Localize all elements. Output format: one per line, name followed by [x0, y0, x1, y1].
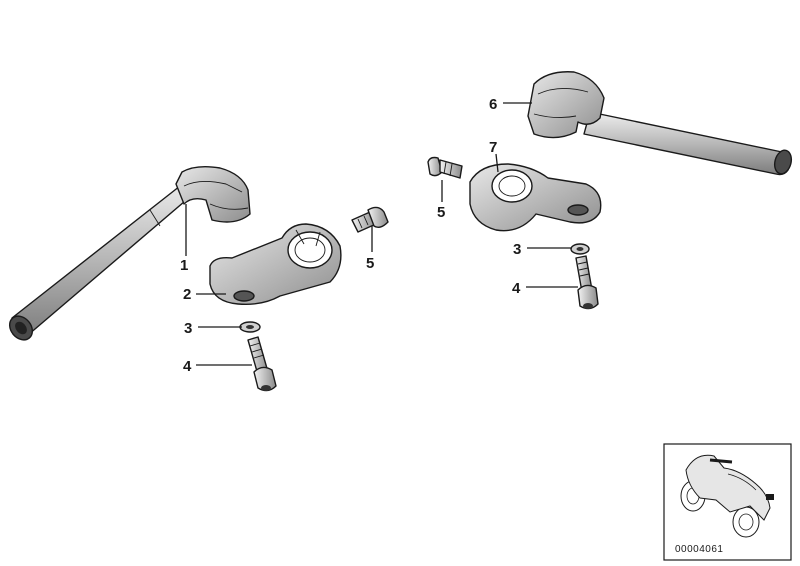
left-washer — [239, 321, 261, 333]
left-clamp — [209, 223, 342, 306]
callout-left-small-bolt: 5 — [366, 255, 374, 272]
left-handlebar — [8, 165, 251, 341]
right-handlebar — [527, 71, 793, 176]
callout-right-clamp: 7 — [489, 139, 497, 156]
right-bolt — [575, 255, 599, 310]
callouts: 1 2 3 4 5 6 7 5 3 4 — [180, 96, 521, 375]
callout-right-washer: 3 — [513, 241, 521, 258]
callout-left-handlebar: 1 — [180, 257, 188, 274]
leader-lines — [185, 102, 578, 366]
callout-right-bolt: 4 — [512, 280, 521, 297]
location-thumbnail: 00004061 — [663, 443, 792, 561]
right-clamp — [469, 163, 602, 232]
right-small-bolt — [427, 156, 463, 179]
right-washer — [570, 243, 590, 255]
callout-left-clamp: 2 — [183, 286, 191, 303]
motorcycle-icon — [680, 454, 774, 538]
callout-right-handlebar: 6 — [489, 96, 497, 113]
left-bolt — [247, 336, 277, 392]
left-small-bolt — [351, 206, 389, 233]
callout-left-washer: 3 — [184, 320, 192, 337]
figure-id: 00004061 — [675, 544, 724, 555]
callout-left-bolt: 4 — [183, 358, 192, 375]
callout-right-small-bolt: 5 — [437, 204, 445, 221]
